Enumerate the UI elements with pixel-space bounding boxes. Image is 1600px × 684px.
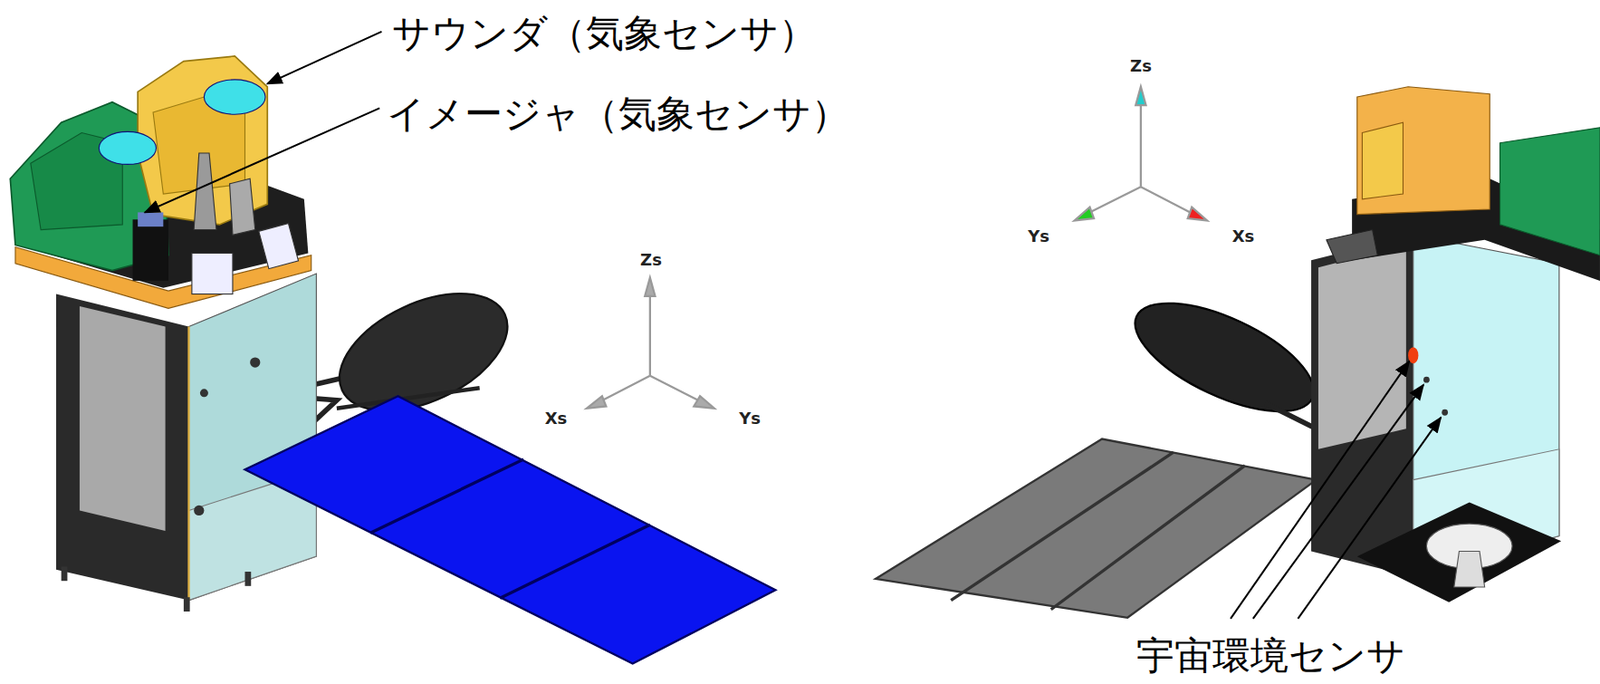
callout-label: サウンダ（気象センサ） — [392, 11, 817, 56]
axis-label: Ys — [1027, 227, 1050, 247]
axes-right — [1074, 86, 1208, 221]
axes-left — [586, 277, 715, 409]
axis-label: Zs — [1130, 57, 1152, 77]
axis-label: Zs — [640, 250, 662, 270]
axis-label: Xs — [545, 409, 568, 429]
callout-label: イメージャ（気象センサ） — [386, 92, 850, 136]
callout-label: 宇宙環境センサ — [1136, 633, 1406, 678]
axis-label: Xs — [1232, 227, 1256, 247]
right-satellite — [875, 86, 1600, 619]
axis-label: Ys — [738, 409, 761, 429]
